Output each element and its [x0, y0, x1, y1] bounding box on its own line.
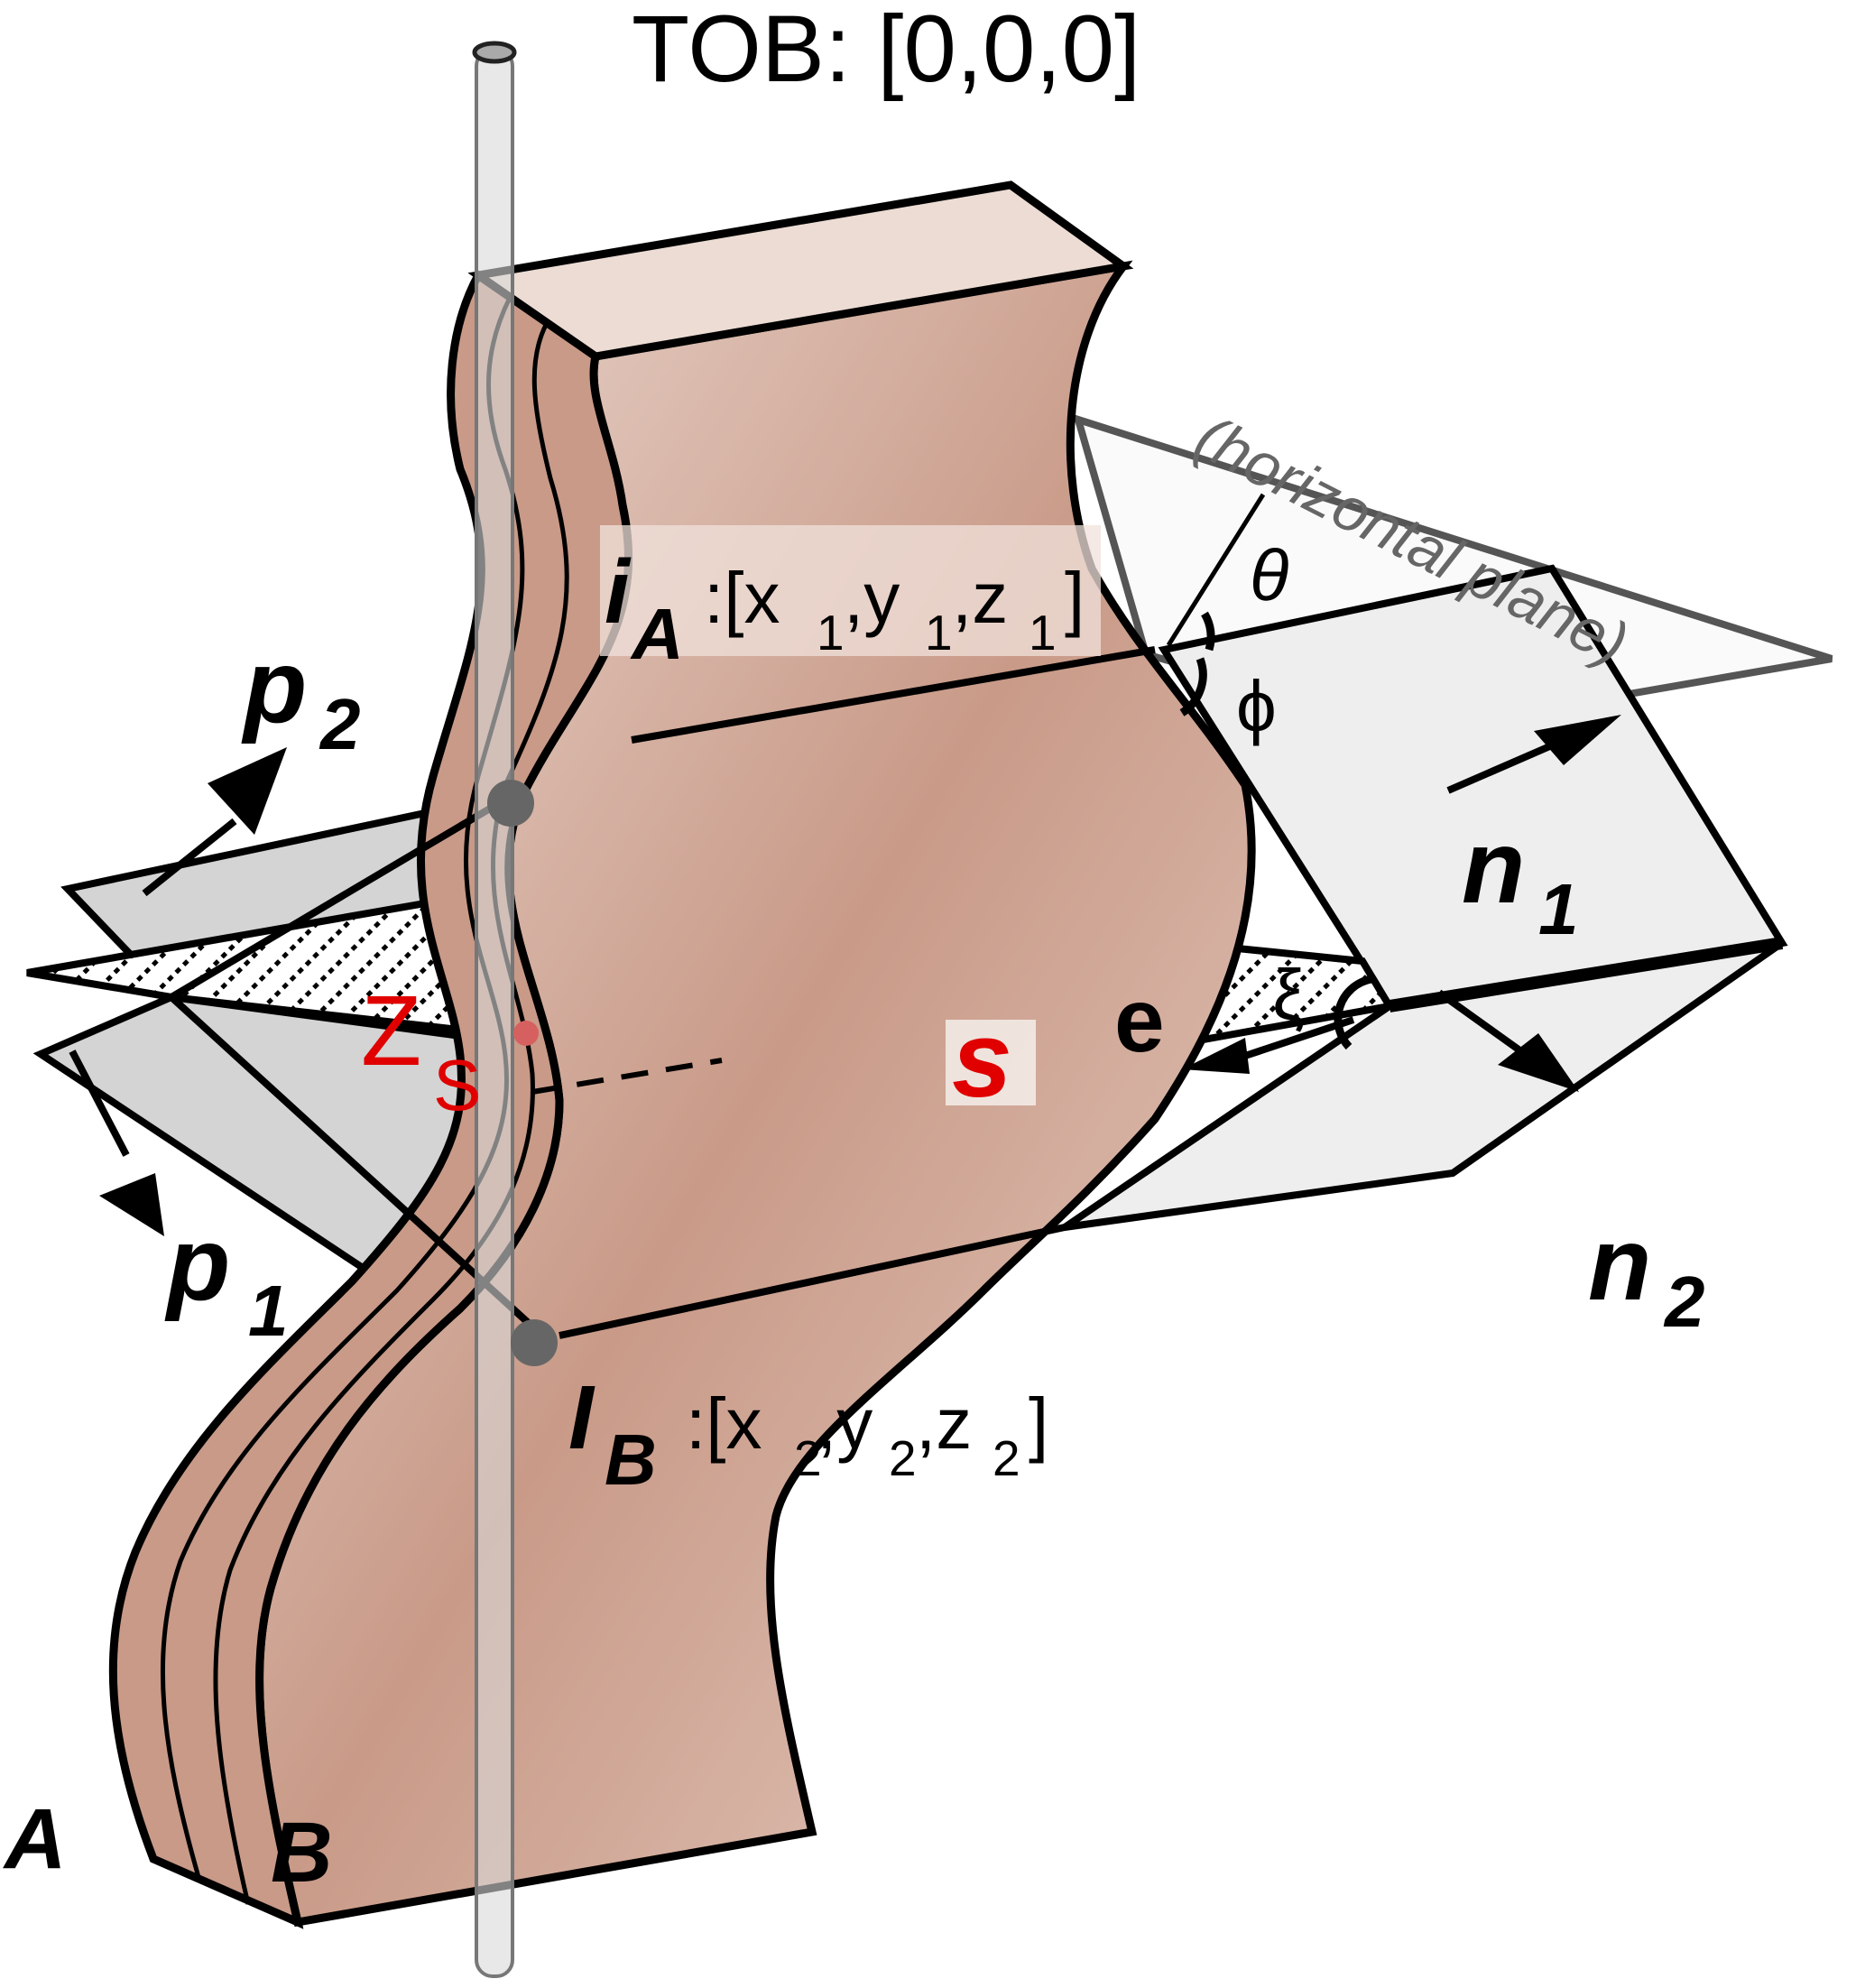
point-zs — [513, 1021, 539, 1046]
svg-text:]: ] — [1065, 558, 1085, 638]
zs-label: Z S — [361, 976, 481, 1125]
p2-label: p 2 — [241, 629, 361, 764]
xi-label: ξ — [1272, 955, 1305, 1035]
bed-layer-line-2 — [213, 323, 569, 1905]
plane-edge-3 — [1388, 937, 1784, 1012]
svg-text:1: 1 — [1029, 605, 1057, 661]
phi-arc — [1179, 657, 1207, 717]
trace-line — [531, 1058, 723, 1095]
n2-label: n 2 — [1588, 1207, 1705, 1342]
svg-text::[x: :[x — [704, 558, 780, 638]
svg-text:Z: Z — [361, 976, 421, 1086]
svg-text:,y: ,y — [844, 558, 900, 638]
plane-edge-2 — [169, 994, 535, 1329]
svg-text:1: 1 — [817, 605, 845, 661]
theta-line — [1166, 493, 1266, 647]
arrow-p1 — [69, 1049, 164, 1236]
svg-text:2: 2 — [794, 1430, 822, 1486]
arrow-p2 — [142, 747, 287, 897]
svg-text:A: A — [630, 594, 684, 674]
layer-B-label: B — [271, 1805, 333, 1900]
xi-arc — [1334, 975, 1372, 1050]
svg-text:1: 1 — [1538, 869, 1579, 949]
svg-text:B: B — [605, 1419, 657, 1500]
iA-label-bg — [600, 525, 1101, 656]
n1-label: n 1 — [1462, 809, 1579, 949]
point-iB — [511, 1319, 558, 1366]
svg-text:,z: ,z — [952, 558, 1008, 638]
hinge-line-a — [631, 646, 1156, 744]
arrow-n1 — [1446, 715, 1621, 794]
svg-text:i: i — [605, 541, 632, 643]
svg-text:,z: ,z — [916, 1383, 972, 1464]
borehole-top — [472, 41, 517, 64]
svg-text:2: 2 — [319, 684, 361, 764]
s-label-bg — [946, 1020, 1036, 1105]
svg-text:2: 2 — [889, 1430, 917, 1486]
e-label: e — [1114, 970, 1165, 1071]
svg-text:]: ] — [1029, 1383, 1048, 1464]
svg-text:2: 2 — [993, 1430, 1020, 1486]
layer-A-label: A — [3, 1791, 67, 1887]
svg-text:p: p — [164, 1207, 230, 1322]
s-label: s — [952, 999, 1012, 1120]
iB-label: I B :[x 2 ,y 2 ,z 2 ] — [568, 1367, 1048, 1500]
svg-text:p: p — [241, 629, 307, 744]
svg-text:2: 2 — [1663, 1262, 1705, 1342]
theta-arc — [1201, 611, 1215, 652]
p1-label: p 1 — [164, 1207, 289, 1351]
svg-text:1: 1 — [248, 1271, 289, 1351]
svg-text:1: 1 — [925, 605, 953, 661]
borehole — [475, 48, 514, 1978]
plane-edge-1 — [169, 791, 517, 1001]
theta-label: θ — [1250, 535, 1288, 615]
arrow-n2 — [1436, 989, 1579, 1092]
phi-label: ϕ — [1236, 666, 1277, 746]
svg-text:,y: ,y — [817, 1383, 872, 1464]
iA-label: i A :[x 1 ,y 1 ,z 1 ] — [605, 541, 1085, 674]
svg-text:n: n — [1588, 1207, 1651, 1322]
svg-text:n: n — [1462, 809, 1525, 925]
svg-text:S: S — [433, 1045, 481, 1125]
title-tob: TOB: [0,0,0] — [632, 0, 1140, 102]
point-iA — [487, 780, 534, 827]
svg-text:I: I — [568, 1367, 596, 1468]
hinge-line-b — [559, 1224, 1066, 1339]
svg-text::[x: :[x — [686, 1383, 762, 1464]
